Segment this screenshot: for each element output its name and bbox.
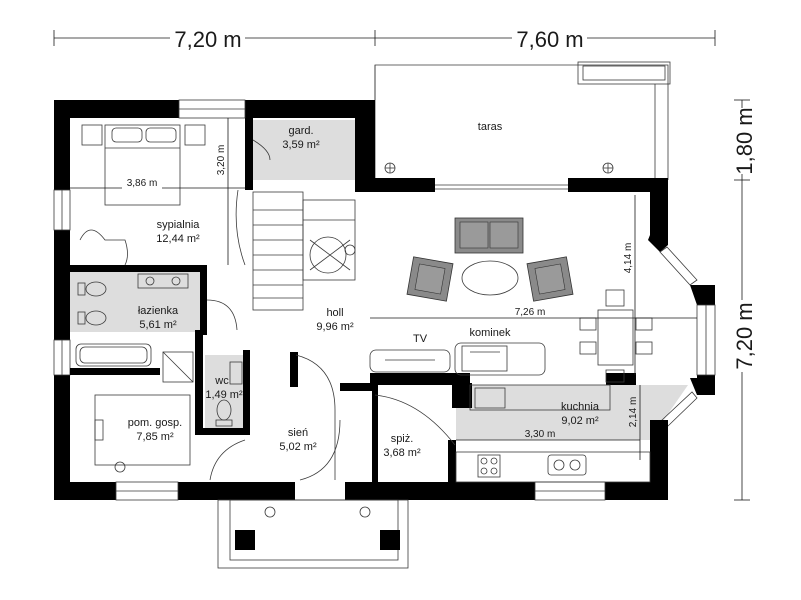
room-kuchnia-name: kuchnia [561,401,600,413]
tv-stand [369,349,451,373]
room-sypialnia-area: 12,44 m² [156,233,200,245]
room-sien-area: 5,02 m² [279,441,317,453]
label-tv: TV [413,333,428,345]
room-holl-name: holl [326,307,343,319]
room-pom-gosp-name: pom. gosp. [128,417,182,429]
kitchen-floor [456,385,688,440]
fireplace [454,342,546,376]
entrance-porch [217,499,409,569]
dim-kitchen-width: 3,30 m [525,429,556,440]
wardrobe-floor [250,120,355,180]
terrace [374,61,671,180]
wc-floor [205,355,245,430]
room-lazienka-area: 5,61 m² [139,319,177,331]
room-spiz-area: 3,68 m² [383,447,421,459]
doors [206,139,456,481]
armchair-left [406,256,454,302]
utility-fixtures [94,351,194,473]
room-lazienka-name: łazienka [138,305,179,317]
dim-top-right: 7,60 m [516,27,583,52]
kitchen-counter [455,384,651,483]
coffee-table [461,260,519,296]
room-pom-gosp-area: 7,85 m² [136,431,174,443]
top-dimension [53,30,716,46]
bay-windows [53,99,716,501]
room-gard-area: 3,59 m² [282,139,320,151]
dim-living-width: 7,26 m [515,307,546,318]
interior-walls [70,118,668,483]
room-wc-area: 1,49 m² [205,389,243,401]
bathroom-fixtures [75,273,189,367]
room-sypialnia-name: sypialnia [157,219,201,231]
dim-right-main: 7,20 m [732,302,757,369]
dim-living-depth: 4,14 m [623,243,634,274]
room-taras-name: taras [478,121,503,133]
exterior-walls [54,100,715,500]
room-spiz-name: spiż. [391,433,414,445]
wc-fixtures [215,361,243,427]
staircase [252,191,356,311]
bathroom-floor [70,272,205,332]
room-sien-name: sień [288,427,308,439]
label-kominek: kominek [470,327,511,339]
dining-table [579,289,653,383]
dim-bedroom-width: 3,86 m [127,178,158,189]
bed [81,124,206,206]
sofa [454,217,524,254]
dim-bedroom-depth: 3,20 m [216,145,227,176]
dim-right-top: 1,80 m [732,107,757,174]
room-holl-area: 9,96 m² [316,321,354,333]
armchair-right [526,256,574,302]
dim-top-left: 7,20 m [174,27,241,52]
light-fixtures [384,162,614,174]
room-wc-name: wc [214,375,229,387]
chair [79,229,128,266]
room-kuchnia-area: 9,02 m² [561,415,599,427]
room-gard-name: gard. [288,125,313,137]
dim-kitchen-depth: 2,14 m [628,397,639,428]
